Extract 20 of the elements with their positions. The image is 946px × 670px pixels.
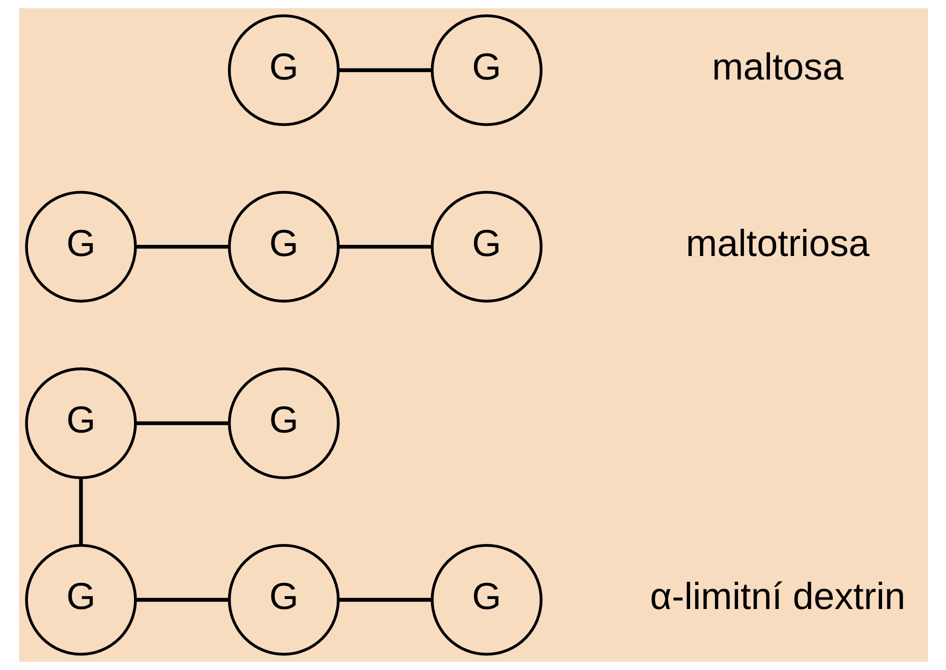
label: maltotriosa [685, 222, 870, 264]
connector [135, 598, 228, 602]
node-circle: G [430, 544, 542, 656]
connector [135, 244, 228, 249]
node-circle: G [227, 14, 340, 126]
node-circle: G [24, 190, 136, 303]
node-circle: G [24, 544, 136, 656]
node-circle: G [227, 367, 340, 480]
label: α-limitní dextrin [650, 575, 905, 618]
connector [135, 421, 228, 426]
label: maltosa [712, 46, 843, 88]
node-circle: G [24, 367, 136, 480]
connector [78, 478, 82, 546]
node-circle: G [430, 190, 542, 303]
node-circle: G [227, 190, 340, 303]
node-circle: G [227, 544, 340, 656]
connector [338, 68, 432, 72]
connector [338, 244, 432, 249]
connector [338, 598, 432, 602]
node-circle: G [430, 14, 542, 126]
